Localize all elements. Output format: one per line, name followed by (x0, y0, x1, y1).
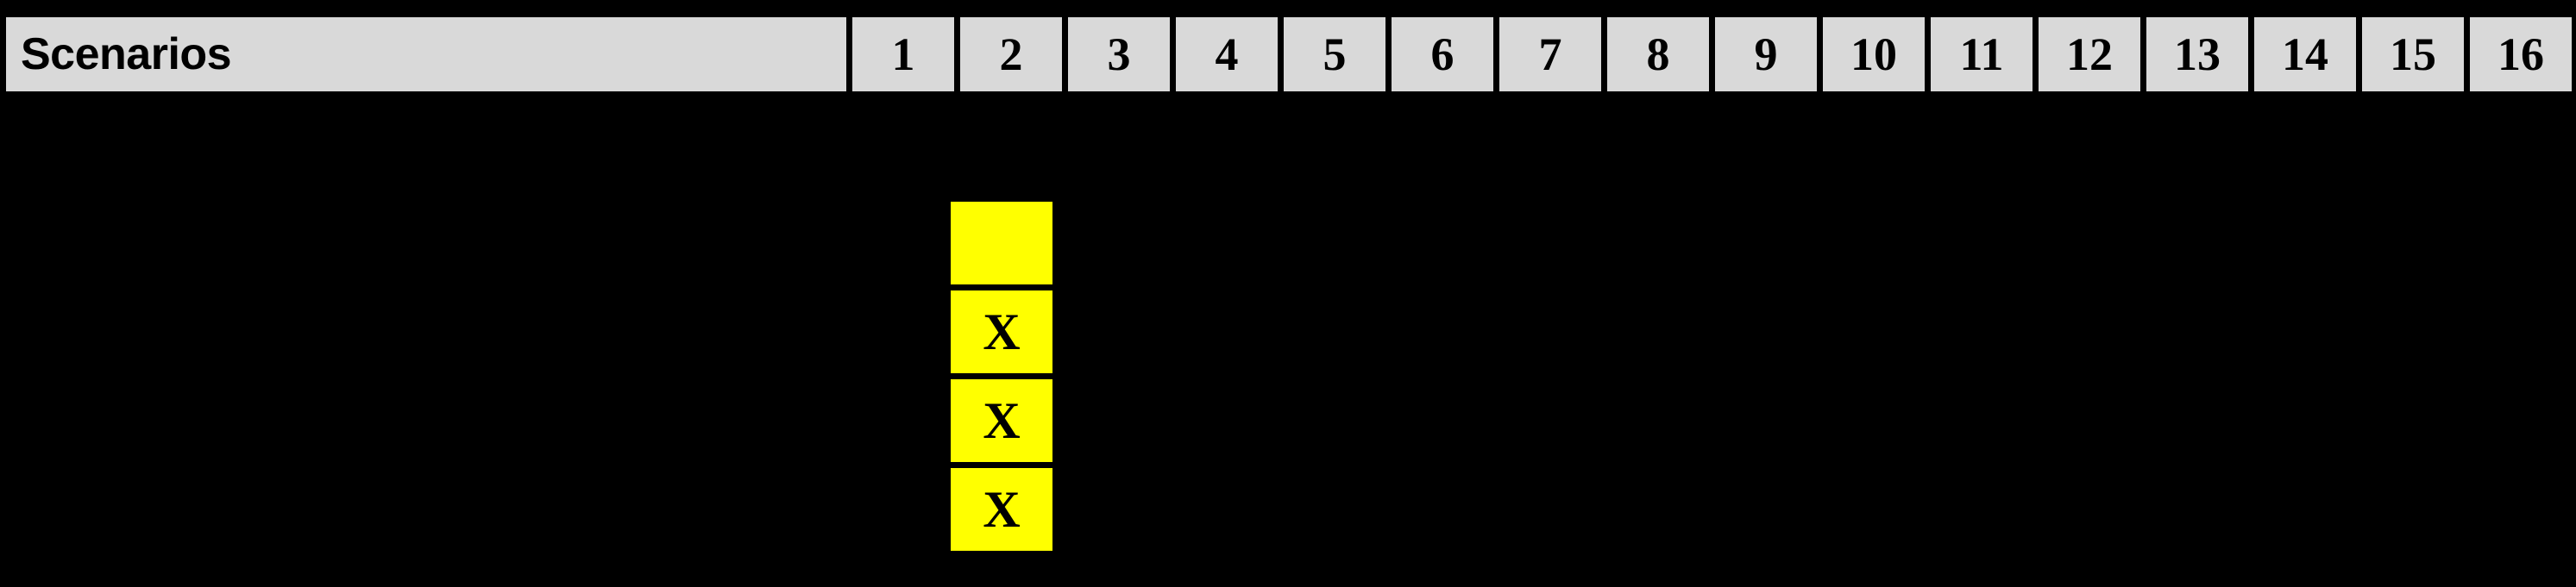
header-cell-7: 7 (1498, 16, 1603, 93)
header-cell-scenarios: Scenarios (4, 16, 848, 93)
header-cell-6: 6 (1390, 16, 1495, 93)
header-cell-15: 15 (2360, 16, 2466, 93)
header-label-12: 12 (2066, 28, 2113, 80)
marker-cell: X (949, 466, 1054, 553)
marker-cell (949, 200, 1054, 286)
scenarios-label: Scenarios (21, 29, 232, 79)
header-label-11: 11 (1959, 28, 2004, 80)
table-header-row: Scenarios 1 2 3 4 5 6 7 8 9 10 11 12 13 … (4, 16, 2573, 93)
header-cell-13: 13 (2145, 16, 2250, 93)
header-cell-10: 10 (1821, 16, 1926, 93)
header-cell-3: 3 (1066, 16, 1172, 93)
header-cell-2: 2 (958, 16, 1064, 93)
header-label-1: 1 (891, 28, 915, 80)
marker-cell: X (949, 289, 1054, 375)
header-label-4: 4 (1215, 28, 1239, 80)
header-cell-14: 14 (2252, 16, 2358, 93)
header-cell-9: 9 (1713, 16, 1819, 93)
header-cell-5: 5 (1282, 16, 1387, 93)
header-label-6: 6 (1430, 28, 1454, 80)
header-label-14: 14 (2282, 28, 2328, 80)
header-label-16: 16 (2497, 28, 2544, 80)
header-cell-8: 8 (1605, 16, 1711, 93)
header-cell-12: 12 (2037, 16, 2142, 93)
marker-column: X X X (949, 200, 1054, 553)
header-label-2: 2 (999, 28, 1023, 80)
header-label-10: 10 (1850, 28, 1897, 80)
header-label-15: 15 (2390, 28, 2436, 80)
marker-label: X (983, 481, 1021, 538)
header-cell-4: 4 (1174, 16, 1279, 93)
header-cell-16: 16 (2468, 16, 2573, 93)
header-cell-11: 11 (1929, 16, 2034, 93)
header-label-7: 7 (1538, 28, 1562, 80)
header-label-3: 3 (1107, 28, 1131, 80)
header-label-8: 8 (1646, 28, 1670, 80)
marker-cell: X (949, 378, 1054, 464)
marker-label: X (983, 392, 1021, 449)
header-label-9: 9 (1754, 28, 1778, 80)
header-label-13: 13 (2174, 28, 2221, 80)
header-label-5: 5 (1323, 28, 1347, 80)
header-cell-1: 1 (851, 16, 956, 93)
marker-label: X (983, 303, 1021, 360)
